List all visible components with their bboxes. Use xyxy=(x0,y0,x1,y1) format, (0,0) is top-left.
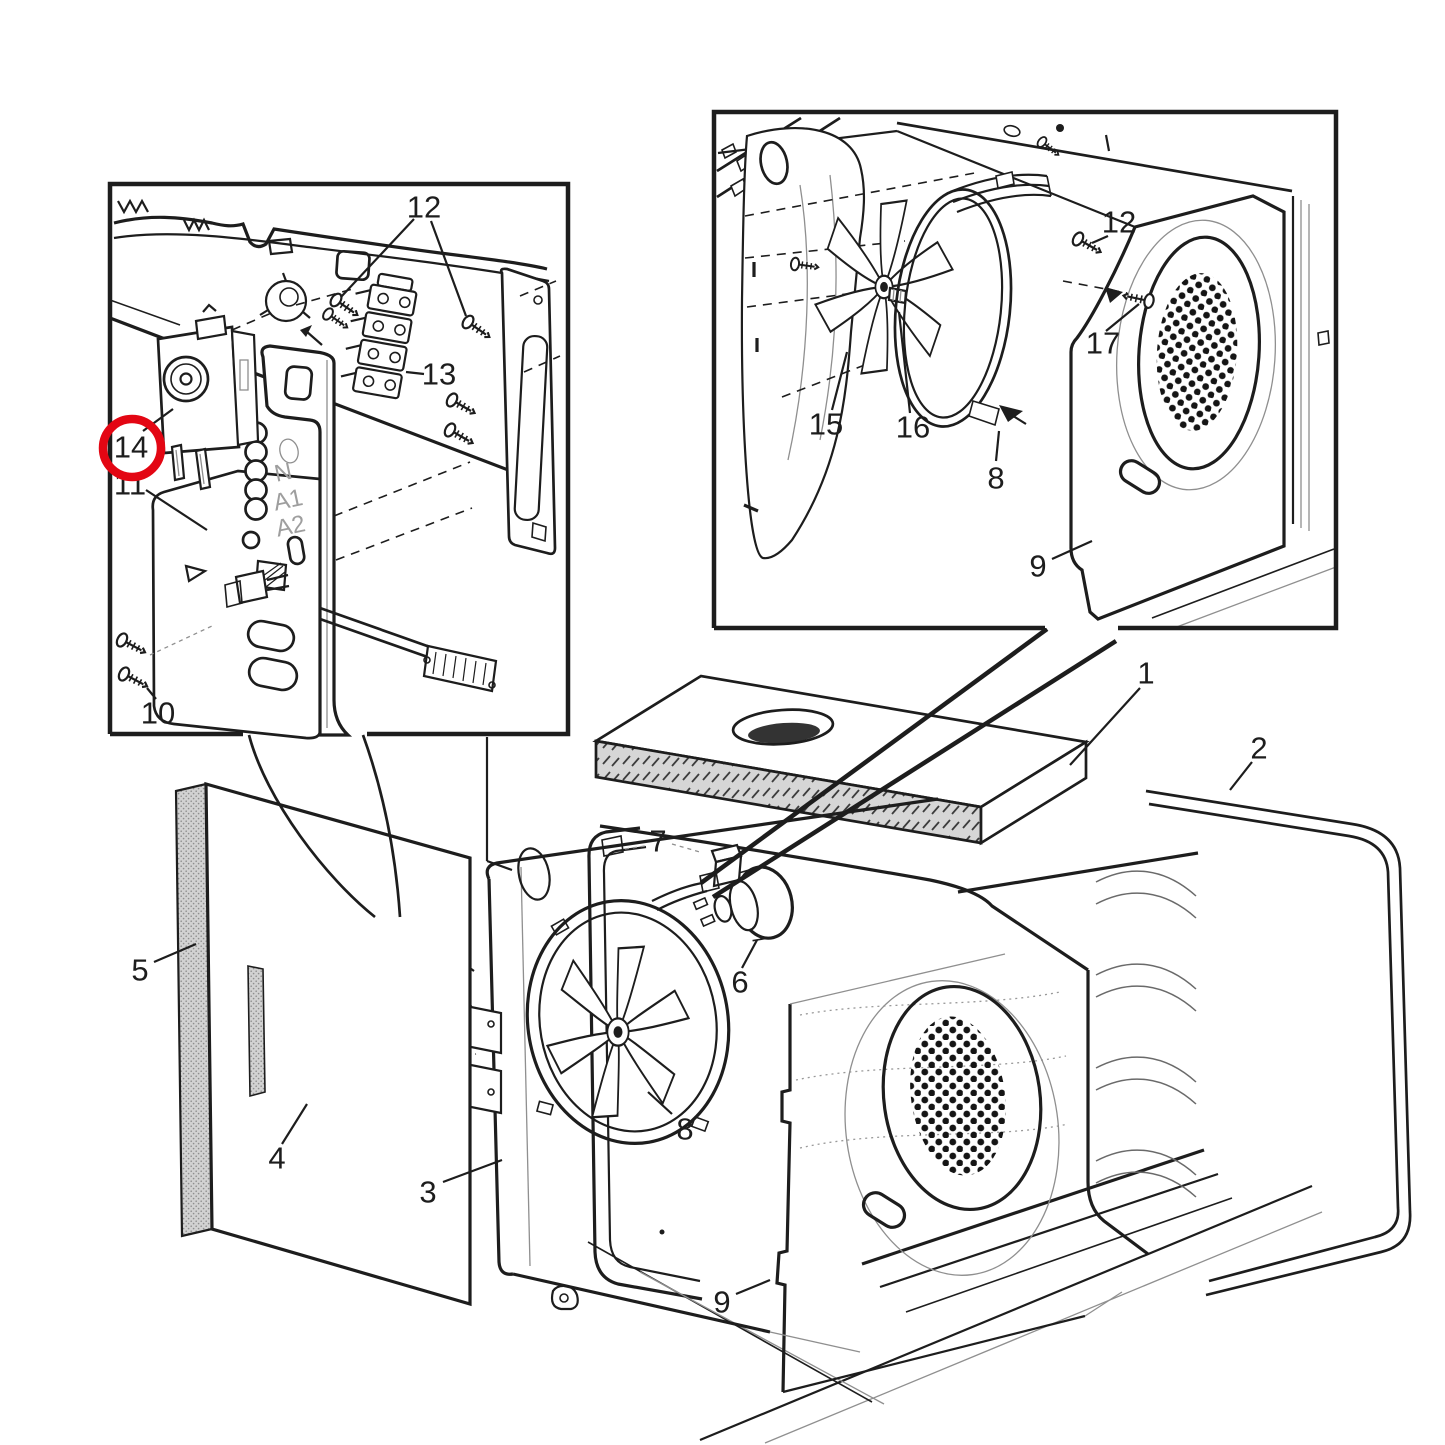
insulation-slab-1 xyxy=(592,674,1090,846)
part-label-5: 5 xyxy=(131,953,148,988)
part-label-8-main: 8 xyxy=(676,1112,693,1147)
terminal-label-n: N xyxy=(272,458,295,488)
inset-border xyxy=(711,109,1339,631)
part-label-12-left: 12 xyxy=(407,190,441,225)
vent-slot xyxy=(861,1191,907,1229)
part-label-6: 6 xyxy=(731,965,748,1000)
door-gasket-2 xyxy=(1145,789,1412,1297)
lamp-socket xyxy=(713,894,733,923)
part-labels: 12 13 11 14 10 12 17 15 16 8 9 1 2 3 4 5… xyxy=(114,190,1268,1320)
part-label-13: 13 xyxy=(422,357,456,392)
insulation-panel-5 xyxy=(174,781,472,1307)
part-label-12-right: 12 xyxy=(1102,205,1136,240)
fan-motor-14 xyxy=(142,303,260,491)
callout-connectors xyxy=(247,627,1118,919)
terminal-label-a2: A2 xyxy=(273,510,307,543)
part-label-17: 17 xyxy=(1086,326,1120,361)
support-bracket-tower xyxy=(260,344,353,737)
part-label-7: 7 xyxy=(649,824,666,859)
terminal-markings: N A1 A2 xyxy=(271,458,308,543)
terminal-label-a1: A1 xyxy=(271,484,305,517)
inset-top-left: N A1 A2 xyxy=(107,181,571,740)
side-wall-embossing xyxy=(1095,870,1197,1198)
panel-hole xyxy=(517,847,551,901)
main-leader-lines xyxy=(153,687,1253,1296)
rear-panel-9-inset xyxy=(1069,194,1286,621)
part-label-9-main: 9 xyxy=(713,1285,730,1320)
part-label-8-inset: 8 xyxy=(987,461,1004,496)
terminal-block-13 xyxy=(340,272,418,400)
connector-block xyxy=(224,559,290,609)
oven-cavity xyxy=(485,737,1323,1444)
rear-panel-9-main xyxy=(775,953,1123,1394)
part-label-10: 10 xyxy=(141,696,175,731)
fan-blades xyxy=(545,945,691,1119)
side-panel xyxy=(499,267,557,556)
part-label-4: 4 xyxy=(268,1141,285,1176)
fan-and-element-main xyxy=(525,871,731,1145)
part-label-2: 2 xyxy=(1250,731,1267,766)
main-exploded-view xyxy=(153,674,1412,1444)
inset-top-right xyxy=(711,109,1339,631)
part-label-3: 3 xyxy=(419,1175,436,1210)
inset-border xyxy=(107,181,571,737)
part-label-9-inset: 9 xyxy=(1029,549,1046,584)
knockout-disc xyxy=(259,272,323,346)
highlight-circle-part-14 xyxy=(98,414,166,482)
part-label-1: 1 xyxy=(1137,656,1154,691)
part-label-15: 15 xyxy=(809,407,843,442)
clip-marks-icon xyxy=(117,198,149,215)
rear-panel-3 xyxy=(438,797,939,1353)
heating-element-8-inset xyxy=(893,171,1052,428)
part-label-14: 14 xyxy=(114,430,148,465)
heating-element-ring xyxy=(525,899,731,1145)
part-label-16: 16 xyxy=(896,410,930,445)
lower-bar xyxy=(319,606,498,693)
lamp-assembly-6 xyxy=(601,835,794,942)
perforated-rear-wall xyxy=(844,980,1060,1276)
